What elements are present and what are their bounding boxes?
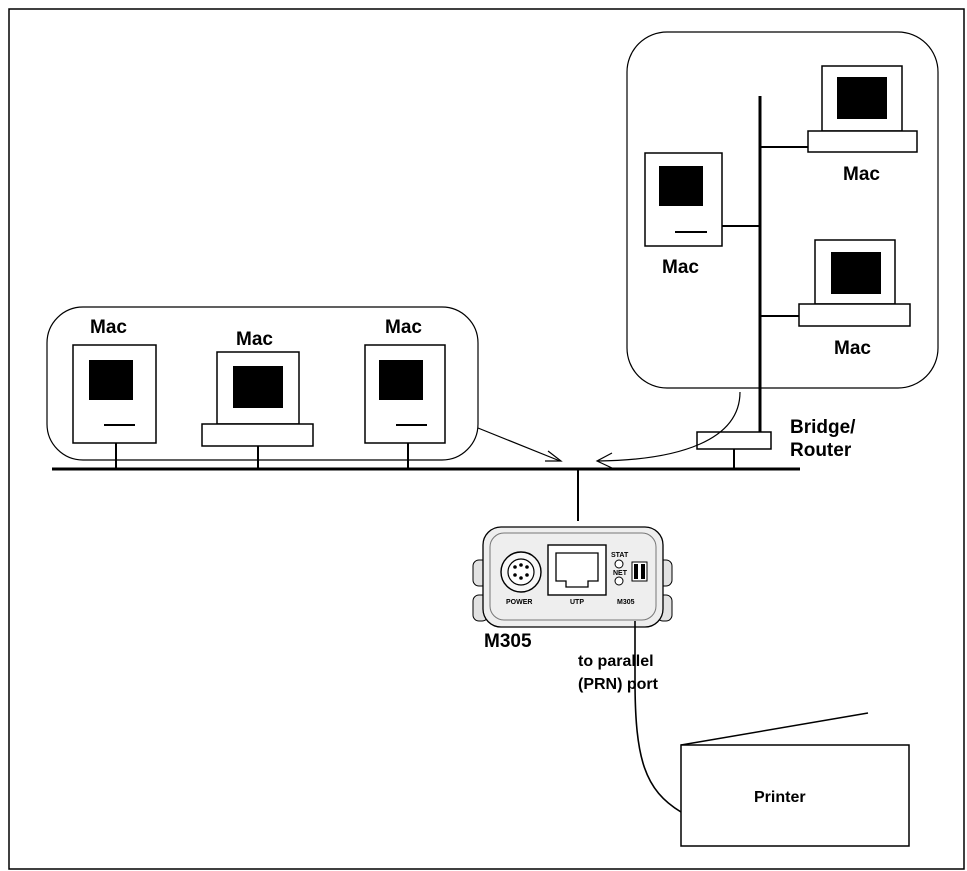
- compact-mac-icon: [201, 351, 314, 447]
- printer-cable: [634, 621, 682, 813]
- bridge-router-icon: [696, 431, 772, 469]
- printer-icon: [680, 712, 910, 847]
- arrow-from-left-group-head: [545, 450, 563, 462]
- port-label-line1: to parallel: [578, 653, 654, 670]
- left-network-group: [46, 306, 479, 461]
- port-label-line2: (PRN) port: [578, 676, 659, 693]
- device-net-label: NET: [613, 570, 628, 577]
- tower-mac-icon: [364, 344, 446, 444]
- compact-mac-icon: [798, 239, 911, 327]
- mac-label-right-top: Mac: [843, 164, 880, 185]
- printer-label: Printer: [754, 789, 806, 806]
- network-adapter-icon: [472, 526, 673, 628]
- tower-mac-icon: [72, 344, 157, 444]
- arrow-from-right-group: [597, 391, 741, 462]
- right-network-group: [626, 31, 939, 389]
- diagram-frame: [8, 8, 965, 870]
- device-name-label: M305: [484, 631, 532, 652]
- mac-label-right-bottom: Mac: [834, 338, 871, 359]
- device-utp-label: UTP: [570, 599, 584, 606]
- device-stat-label: STAT: [611, 552, 629, 559]
- device-power-label: POWER: [506, 599, 532, 606]
- arrow-from-right-group-head: [595, 452, 613, 469]
- mac-label-left-3: Mac: [385, 317, 422, 338]
- device-model-label: M305: [617, 599, 635, 606]
- mac-label-left-1: Mac: [90, 317, 127, 338]
- mac-label-left-2: Mac: [236, 329, 273, 350]
- tower-mac-icon: [644, 152, 723, 247]
- bridge-label-line1: Bridge/: [790, 417, 856, 438]
- bridge-label-line2: Router: [790, 440, 852, 461]
- compact-mac-icon: [807, 65, 918, 153]
- arrow-from-left-group: [477, 427, 561, 462]
- mac-label-right-tower: Mac: [662, 257, 699, 278]
